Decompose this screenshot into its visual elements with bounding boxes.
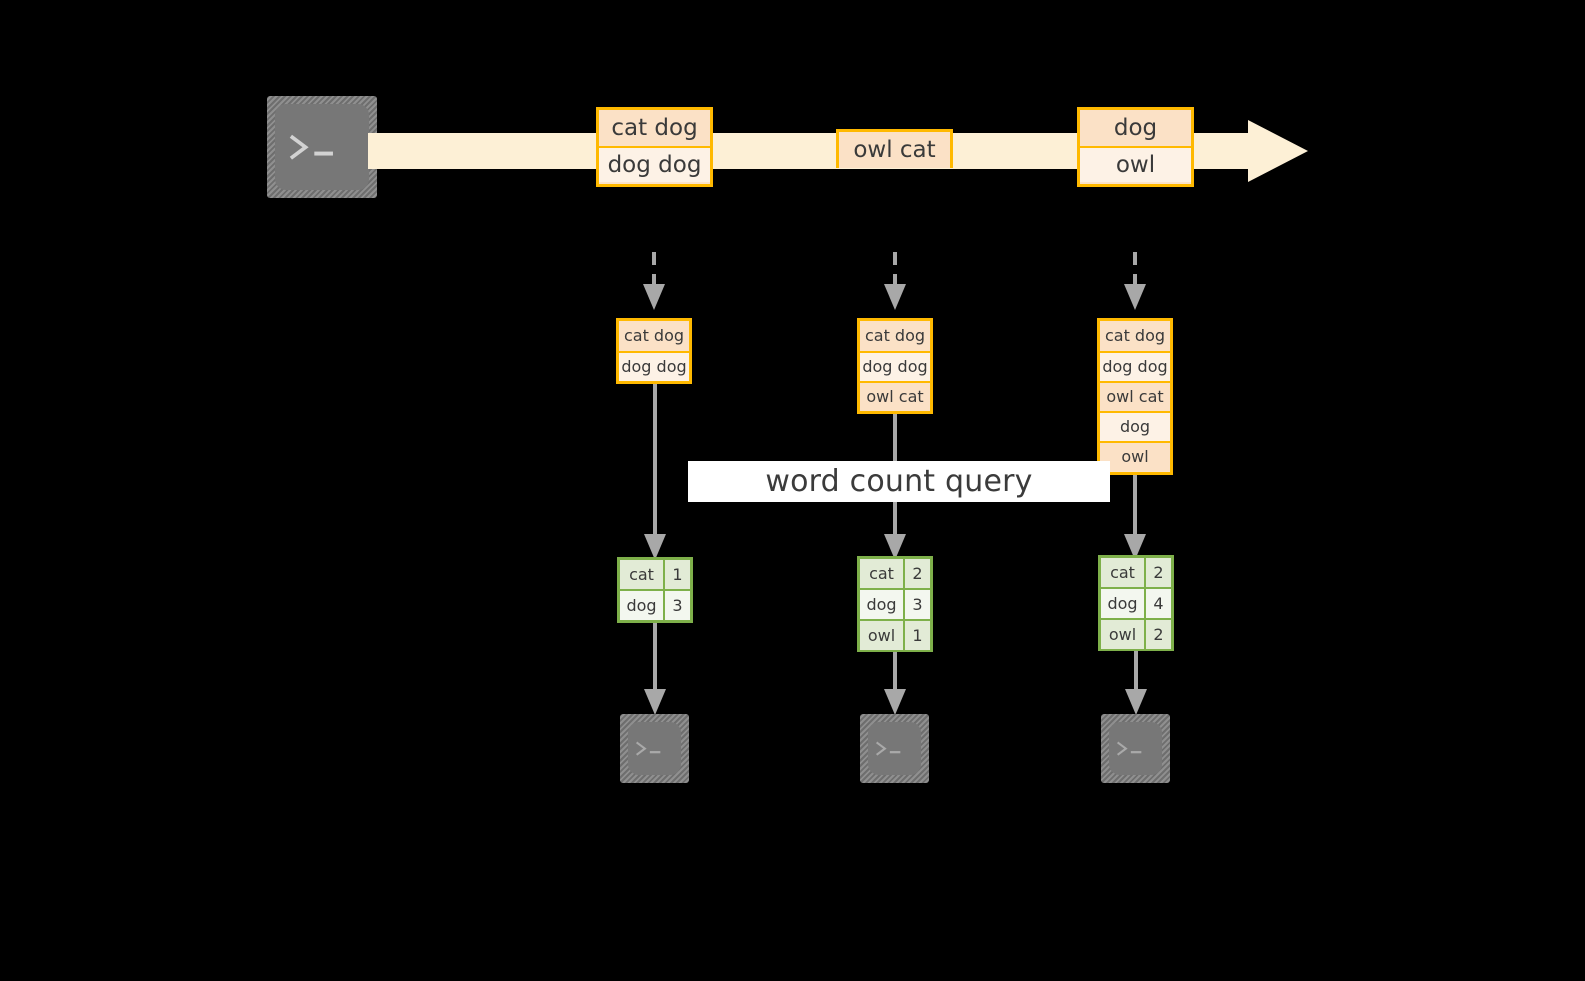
count-word: cat	[620, 560, 663, 589]
terminal-icon-sink-2[interactable]	[860, 714, 929, 783]
query-connector-3	[1124, 475, 1146, 562]
record-line: owl	[1100, 441, 1170, 471]
tap-connector-2	[881, 252, 909, 314]
count-value: 2	[903, 559, 930, 588]
count-table-2: cat 2 dog 3 owl 1	[857, 556, 933, 652]
record-line: dog dog	[619, 351, 689, 381]
count-word: owl	[1101, 620, 1144, 649]
terminal-icon-sink-3[interactable]	[1101, 714, 1170, 783]
terminal-screen	[868, 722, 921, 775]
prompt-glyph	[288, 130, 354, 164]
prompt-glyph	[1116, 738, 1153, 759]
count-table-1: cat 1 dog 3	[617, 557, 693, 623]
tap-connector-1	[640, 252, 668, 314]
terminal-icon-source[interactable]	[267, 96, 377, 198]
count-value: 1	[903, 621, 930, 650]
count-value: 2	[1144, 558, 1171, 587]
sink-connector-3	[1125, 651, 1147, 717]
record-line: dog dog	[1100, 351, 1170, 381]
table-row: cat 1	[620, 560, 690, 589]
snapshot-input-3: cat dog dog dog owl cat dog owl	[1097, 318, 1173, 475]
record-line: cat dog	[599, 110, 710, 146]
table-row: owl 2	[1101, 618, 1171, 649]
table-row: dog 4	[1101, 587, 1171, 618]
record-line: cat dog	[619, 321, 689, 351]
tap-connector-3	[1121, 252, 1149, 314]
stream-record-3: dog owl	[1077, 107, 1194, 187]
count-word: owl	[860, 621, 903, 650]
table-row: cat 2	[860, 559, 930, 588]
prompt-glyph	[635, 738, 672, 759]
record-line: dog dog	[599, 146, 710, 182]
record-line: dog	[1080, 110, 1191, 146]
prompt-glyph	[875, 738, 912, 759]
terminal-screen	[1109, 722, 1162, 775]
stream-record-1: cat dog dog dog	[596, 107, 713, 187]
query-label-text: word count query	[765, 464, 1033, 499]
count-value: 4	[1144, 589, 1171, 618]
sink-connector-2	[884, 652, 906, 717]
count-word: dog	[860, 590, 903, 619]
count-word: dog	[620, 591, 663, 620]
record-line: cat dog	[860, 321, 930, 351]
count-word: dog	[1101, 589, 1144, 618]
table-row: cat 2	[1101, 558, 1171, 587]
table-row: dog 3	[860, 588, 930, 619]
terminal-icon-sink-1[interactable]	[620, 714, 689, 783]
stream-record-2: owl cat	[836, 129, 953, 168]
count-word: cat	[860, 559, 903, 588]
terminal-screen	[628, 722, 681, 775]
count-value: 1	[663, 560, 690, 589]
record-line: owl cat	[839, 132, 950, 168]
query-label-band: word count query	[688, 461, 1110, 502]
record-line: cat dog	[1100, 321, 1170, 351]
count-value: 3	[903, 590, 930, 619]
record-line: dog dog	[860, 351, 930, 381]
table-row: dog 3	[620, 589, 690, 620]
sink-connector-1	[644, 623, 666, 717]
record-line: owl cat	[1100, 381, 1170, 411]
count-table-3: cat 2 dog 4 owl 2	[1098, 555, 1174, 651]
record-line: owl cat	[860, 381, 930, 411]
query-connector-1	[644, 384, 666, 562]
count-word: cat	[1101, 558, 1144, 587]
count-value: 3	[663, 591, 690, 620]
record-line: owl	[1080, 146, 1191, 182]
snapshot-input-1: cat dog dog dog	[616, 318, 692, 384]
terminal-screen	[275, 104, 369, 190]
count-value: 2	[1144, 620, 1171, 649]
table-row: owl 1	[860, 619, 930, 650]
record-line: dog	[1100, 411, 1170, 441]
snapshot-input-2: cat dog dog dog owl cat	[857, 318, 933, 414]
